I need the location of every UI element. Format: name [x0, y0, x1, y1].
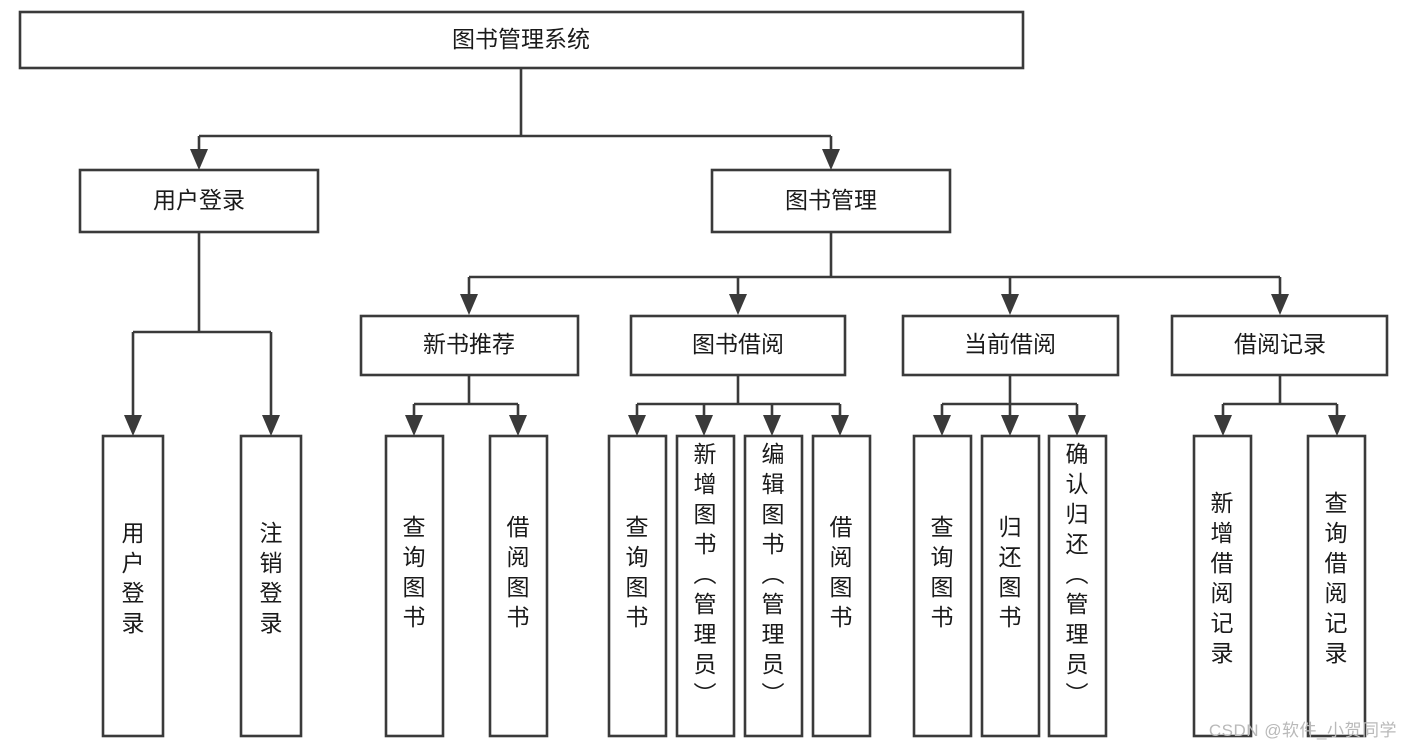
node-borrow-record-label: 借阅记录 — [1234, 331, 1326, 357]
node-leaf-add-record[interactable]: 新增借阅记录 — [1192, 434, 1253, 738]
edge-newbookrec-bus — [412, 375, 520, 418]
node-leaf-add-book[interactable]: 新增图书︵管理员︶ — [675, 434, 736, 738]
arrowhead-leaf-user-login — [124, 415, 142, 436]
node-book-manage[interactable]: 图书管理 — [710, 168, 952, 234]
node-leaf-query-record-label: 查询借阅记录 — [1325, 490, 1348, 666]
node-user-login-label: 用户登录 — [153, 187, 245, 213]
node-leaf-user-login-box[interactable] — [101, 434, 165, 738]
node-leaf-query-book-2-label: 查询图书 — [626, 514, 649, 630]
node-leaf-return-book[interactable]: 归还图书 — [980, 434, 1041, 738]
edge-currentborrow-bus — [940, 375, 1079, 418]
arrowhead-leaf-add-record — [1214, 415, 1232, 436]
node-leaf-query-book-1[interactable]: 查询图书 — [384, 434, 445, 738]
arrowhead-borrow-record — [1271, 294, 1289, 315]
node-borrow-record[interactable]: 借阅记录 — [1170, 314, 1389, 377]
edge-root-to-level2 — [197, 68, 833, 152]
node-leaf-borrow-book-1-label: 借阅图书 — [507, 514, 530, 630]
arrowhead-new-book-rec — [460, 294, 478, 315]
node-book-borrow-box[interactable] — [629, 314, 847, 377]
arrowhead-leaf-return-book — [1001, 415, 1019, 436]
node-leaf-confirm-return[interactable]: 确认归还︵管理员︶ — [1047, 434, 1108, 738]
arrowhead-leaf-query-book-1 — [405, 415, 423, 436]
node-root-label: 图书管理系统 — [452, 26, 590, 52]
node-borrow-record-box[interactable] — [1170, 314, 1389, 377]
node-leaf-logout-label: 注销登录 — [260, 520, 283, 636]
arrowhead-leaf-edit-book — [763, 415, 781, 436]
node-book-borrow-label: 图书借阅 — [692, 331, 784, 357]
node-leaf-query-record-box[interactable] — [1306, 434, 1367, 738]
node-leaf-edit-book-label: 编辑图书︵管理员︶ — [762, 441, 785, 707]
arrowhead-current-borrow — [1001, 294, 1019, 315]
node-book-borrow[interactable]: 图书借阅 — [629, 314, 847, 377]
node-leaf-borrow-book-2-box[interactable] — [811, 434, 872, 738]
node-root[interactable]: 图书管理系统 — [18, 10, 1025, 70]
node-book-manage-label: 图书管理 — [785, 187, 877, 213]
node-leaf-add-book-box[interactable] — [675, 434, 736, 738]
node-new-book-rec-label: 新书推荐 — [423, 331, 515, 357]
node-leaf-return-book-label: 归还图书 — [999, 514, 1022, 630]
node-leaf-user-login-label: 用户登录 — [122, 520, 145, 636]
node-leaf-add-record-box[interactable] — [1192, 434, 1253, 738]
arrowhead-leaf-query-record — [1328, 415, 1346, 436]
edge-userlogin-bus — [131, 232, 273, 418]
node-leaf-borrow-book-2[interactable]: 借阅图书 — [811, 434, 872, 738]
node-leaf-return-book-box[interactable] — [980, 434, 1041, 738]
node-leaf-borrow-book-1[interactable]: 借阅图书 — [488, 434, 549, 738]
node-leaf-edit-book[interactable]: 编辑图书︵管理员︶ — [743, 434, 804, 738]
node-root-box[interactable] — [18, 10, 1025, 70]
node-leaf-user-login[interactable]: 用户登录 — [101, 434, 165, 738]
node-leaf-logout[interactable]: 注销登录 — [239, 434, 303, 738]
node-new-book-rec-box[interactable] — [359, 314, 580, 377]
node-leaf-query-record[interactable]: 查询借阅记录 — [1306, 434, 1367, 738]
node-current-borrow-label: 当前借阅 — [964, 331, 1056, 357]
arrowhead-leaf-borrow-book-1 — [509, 415, 527, 436]
node-leaf-query-book-2[interactable]: 查询图书 — [607, 434, 668, 738]
node-book-manage-box[interactable] — [710, 168, 952, 234]
node-leaf-query-book-3-box[interactable] — [912, 434, 973, 738]
node-leaf-query-book-3[interactable]: 查询图书 — [912, 434, 973, 738]
node-leaf-add-book-label: 新增图书︵管理员︶ — [694, 441, 717, 707]
node-leaf-query-book-3-label: 查询图书 — [931, 514, 954, 630]
node-leaf-borrow-book-1-box[interactable] — [488, 434, 549, 738]
arrowhead-leaf-logout — [262, 415, 280, 436]
edge-bookborrow-bus — [635, 375, 842, 418]
arrowhead-book-manage — [822, 149, 840, 170]
node-user-login-box[interactable] — [78, 168, 320, 234]
arrowhead-leaf-borrow-book-2 — [831, 415, 849, 436]
node-new-book-rec[interactable]: 新书推荐 — [359, 314, 580, 377]
node-leaf-confirm-return-label: 确认归还︵管理员︶ — [1066, 441, 1089, 707]
arrowhead-leaf-query-book-2 — [628, 415, 646, 436]
node-leaf-confirm-return-box[interactable] — [1047, 434, 1108, 738]
node-leaf-add-record-label: 新增借阅记录 — [1211, 490, 1234, 666]
edge-bookmanage-bus — [467, 232, 1282, 297]
arrowhead-leaf-confirm-return — [1068, 415, 1086, 436]
node-user-login[interactable]: 用户登录 — [78, 168, 320, 234]
node-leaf-borrow-book-2-label: 借阅图书 — [830, 514, 853, 630]
node-leaf-edit-book-box[interactable] — [743, 434, 804, 738]
node-leaf-query-book-1-label: 查询图书 — [403, 514, 426, 630]
node-leaf-query-book-2-box[interactable] — [607, 434, 668, 738]
arrowhead-leaf-add-book — [695, 415, 713, 436]
edge-group — [124, 68, 1346, 436]
node-leaf-logout-box[interactable] — [239, 434, 303, 738]
edge-borrowrecord-bus — [1221, 375, 1339, 418]
node-leaf-query-book-1-box[interactable] — [384, 434, 445, 738]
arrowhead-user-login — [190, 149, 208, 170]
node-current-borrow-box[interactable] — [901, 314, 1120, 377]
node-current-borrow[interactable]: 当前借阅 — [901, 314, 1120, 377]
arrowhead-book-borrow — [729, 294, 747, 315]
arrowhead-leaf-query-book-3 — [933, 415, 951, 436]
